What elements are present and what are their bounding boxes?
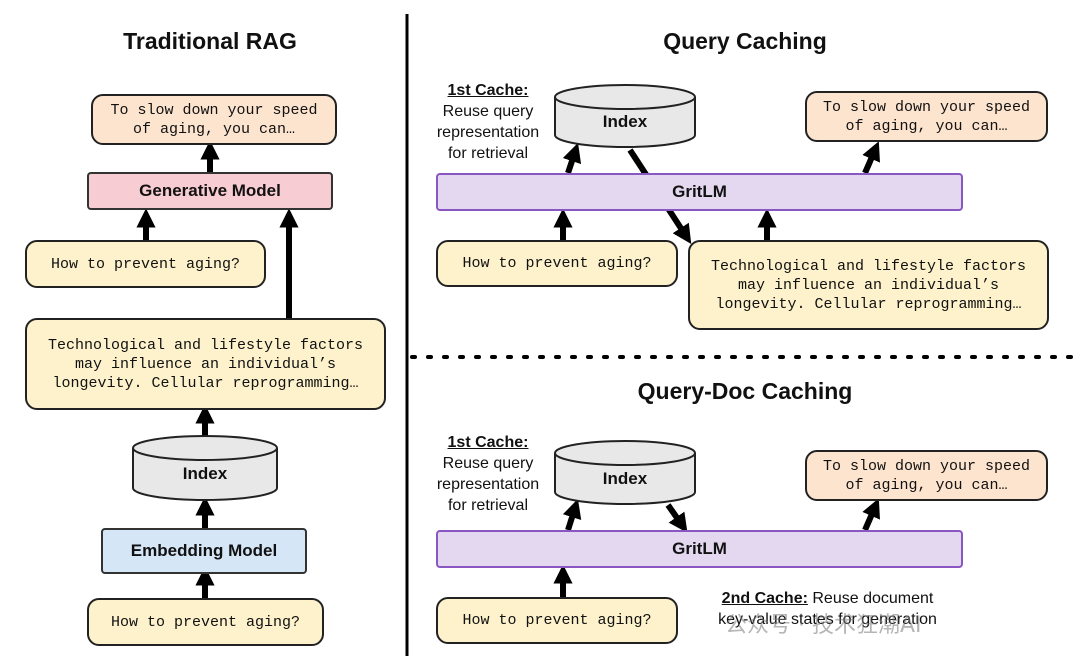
- document-box-traditional: Technological and lifestyle factors may …: [25, 318, 386, 410]
- watermark: 公众号 · 技术狂潮AI: [725, 613, 922, 638]
- query-box-traditional-bottom: How to prevent aging?: [87, 598, 324, 646]
- index-label-qc: Index: [602, 112, 648, 131]
- index-cylinder-qc: [554, 84, 696, 148]
- cache2-note-qdc: 2nd Cache: Reuse document key-value stat…: [690, 588, 965, 630]
- cache1-text-qc: Reuse query representation for retrieval: [436, 103, 540, 162]
- cache1-note-qdc: 1st Cache: Reuse query representation fo…: [422, 432, 554, 516]
- cache1-note-qc: 1st Cache: Reuse query representation fo…: [422, 80, 554, 164]
- title-query-doc-caching: Query-Doc Caching: [637, 378, 853, 404]
- query-box-qdc: How to prevent aging?: [436, 597, 678, 644]
- query-box-traditional-top: How to prevent aging?: [25, 240, 266, 288]
- arrow-grit-to-output-qdc: [862, 498, 880, 532]
- arrow-grit-to-output-qc: [862, 141, 880, 175]
- generative-model-box: Generative Model: [87, 172, 333, 210]
- embedding-model-box: Embedding Model: [101, 528, 307, 574]
- arrow-grit-to-index-qc: [562, 142, 582, 174]
- output-box-traditional: To slow down your speed of aging, you ca…: [91, 94, 337, 145]
- cache2-text-line2: key-value states for generation: [718, 611, 937, 628]
- index-label-qdc: Index: [602, 469, 648, 488]
- index-label-traditional: Index: [182, 464, 228, 483]
- cache1-text-qdc: Reuse query representation for retrieval: [436, 455, 540, 514]
- cache2-text-line1: Reuse document: [807, 590, 934, 607]
- output-box-qdc: To slow down your speed of aging, you ca…: [805, 450, 1048, 501]
- cache1-title-qc: 1st Cache:: [447, 82, 529, 99]
- title-query-caching: Query Caching: [663, 28, 827, 54]
- arrow-index-to-grit-qdc: [665, 503, 688, 533]
- query-box-qc: How to prevent aging?: [436, 240, 678, 287]
- cache2-title-qdc: 2nd Cache:: [721, 590, 808, 607]
- gritlm-box-qdc: GritLM: [436, 530, 963, 568]
- gritlm-box-qc: GritLM: [436, 173, 963, 211]
- document-box-qc: Technological and lifestyle factors may …: [688, 240, 1049, 330]
- index-cylinder-traditional: [132, 435, 278, 501]
- title-traditional-rag: Traditional RAG: [123, 28, 297, 54]
- output-box-qc: To slow down your speed of aging, you ca…: [805, 91, 1048, 142]
- arrow-grit-to-index-qdc: [562, 498, 582, 531]
- cache1-title-qdc: 1st Cache:: [447, 434, 529, 451]
- index-cylinder-qdc: [554, 440, 696, 505]
